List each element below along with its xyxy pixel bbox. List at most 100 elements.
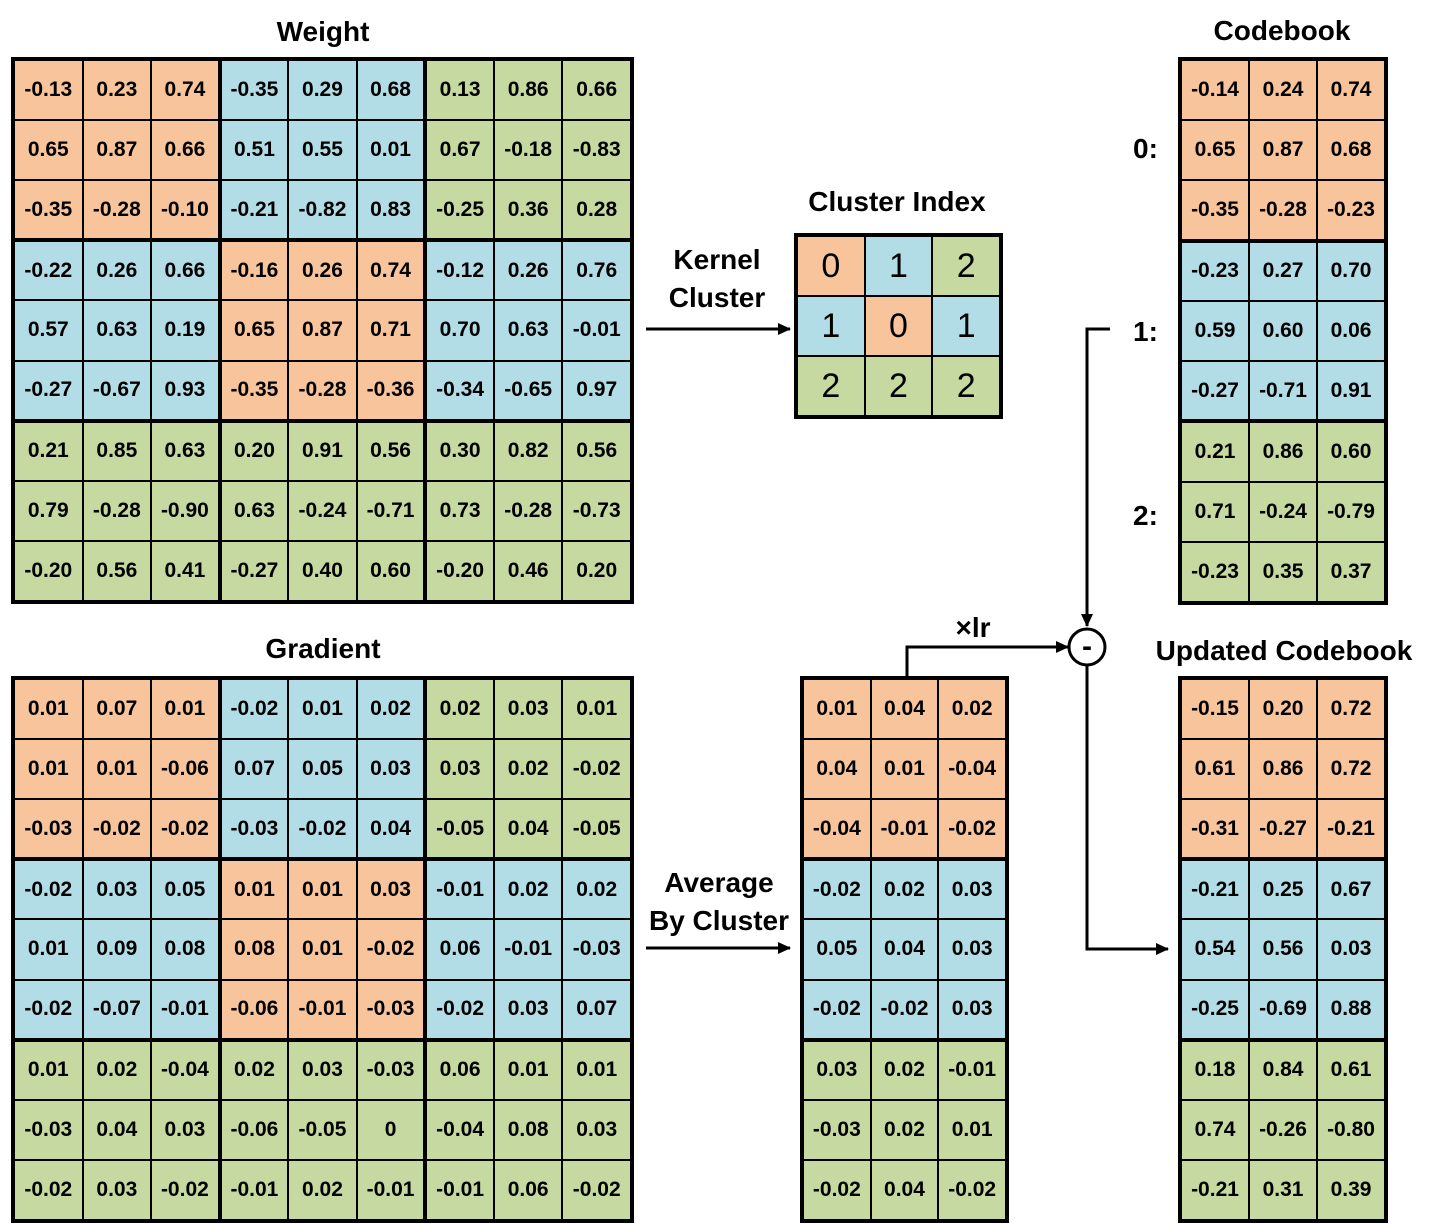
gradient-cell: 0.01	[82, 739, 152, 800]
gradient-cell: 0.03	[151, 1099, 220, 1160]
gradient-cell: -0.06	[219, 1099, 289, 1160]
gradient-cell: 0.02	[425, 679, 494, 740]
updated-codebook-cell: -0.26	[1249, 1099, 1317, 1160]
gradient-cell: -0.05	[562, 799, 631, 860]
gradient-cell: 0.01	[14, 679, 83, 740]
gradient-cell: -0.04	[151, 1039, 220, 1100]
gradient-cell: -0.02	[14, 979, 83, 1040]
updated-codebook-cell: -0.21	[1317, 799, 1385, 860]
lr-scale-wire	[905, 641, 1069, 676]
gradient-cell: -0.07	[82, 979, 152, 1040]
cluster-index-cell: 1	[932, 296, 1000, 356]
weight-cell: -0.12	[425, 240, 494, 301]
gradient-cell: 0.07	[82, 679, 152, 740]
averaged-cell: -0.01	[938, 1039, 1006, 1100]
updated-codebook-cell: 0.72	[1317, 679, 1385, 740]
averaged-cell: -0.01	[870, 799, 939, 860]
codebook-cell: -0.35	[1181, 180, 1249, 241]
weight-cell: 0.87	[82, 120, 152, 181]
gradient-cell: 0.01	[288, 859, 357, 920]
weight-cell: -0.13	[14, 60, 83, 121]
weight-cell: 0.66	[151, 240, 220, 301]
gradient-cell: 0.03	[356, 739, 426, 800]
gradient-cell: 0.03	[493, 979, 563, 1040]
gradient-cell: -0.02	[14, 859, 83, 920]
weight-cell: 0.71	[356, 300, 426, 361]
weight-cell: -0.83	[562, 120, 631, 181]
codebook-cell: -0.23	[1317, 180, 1385, 241]
cluster-index-cell: 2	[932, 236, 1000, 296]
averaged-cell: 0.03	[938, 919, 1006, 980]
weight-cell: 0.56	[562, 420, 631, 481]
cluster-index-cell: 1	[864, 236, 933, 296]
weight-cell: 0.20	[562, 540, 631, 601]
gradient-cell: -0.02	[288, 799, 357, 860]
weight-cell: -0.27	[219, 540, 289, 601]
weight-cell: 0.79	[14, 480, 83, 541]
gradient-cell: 0.03	[288, 1039, 357, 1100]
gradient-cell: 0.02	[288, 1159, 357, 1220]
weight-cell: 0.26	[288, 240, 357, 301]
lr-label: ×lr	[955, 612, 990, 643]
codebook-row-label-1: 1:	[1133, 316, 1158, 347]
gradient-cell: -0.01	[151, 979, 220, 1040]
gradient-cell: 0.01	[288, 679, 357, 740]
updated-codebook-cell: 0.56	[1249, 919, 1317, 980]
codebook-cell: -0.14	[1181, 60, 1249, 121]
gradient-cell: -0.03	[356, 1039, 426, 1100]
averaged-cell: -0.02	[870, 979, 939, 1040]
codebook-to-subtract-wire	[1081, 327, 1110, 627]
weight-cell: 0.60	[356, 540, 426, 601]
codebook-cell: 0.60	[1249, 300, 1317, 362]
codebook-cell: -0.23	[1181, 240, 1249, 301]
subtract-node	[1067, 627, 1107, 667]
weight-cell: -0.36	[356, 360, 426, 421]
weight-cell: 0.91	[288, 420, 357, 481]
averaged-cell: -0.02	[938, 1159, 1006, 1220]
codebook-cell: 0.71	[1181, 481, 1249, 542]
averaged-cell: 0.02	[870, 1099, 939, 1160]
codebook-cell: 0.87	[1249, 120, 1317, 181]
gradient-cell: 0.04	[82, 1099, 152, 1160]
averaged-cell: -0.04	[938, 739, 1006, 800]
weight-cell: 0.21	[14, 420, 83, 481]
gradient-cell: -0.03	[356, 979, 426, 1040]
codebook-cell: 0.24	[1249, 60, 1317, 121]
kernel-cluster-label-line1: Kernel	[673, 244, 761, 275]
weight-cell: 0.87	[288, 300, 357, 361]
gradient-cell: 0.08	[219, 919, 289, 980]
weight-cell: 0.13	[425, 60, 494, 121]
weight-cell: 0.29	[288, 60, 357, 121]
averaged-cell: 0.02	[870, 859, 939, 920]
gradient-cell: 0.03	[562, 1099, 631, 1160]
gradient-cell: 0.01	[14, 739, 83, 800]
weight-cell: -0.28	[288, 360, 357, 421]
updated-codebook-cell: 0.20	[1249, 679, 1317, 740]
weight-cell: -0.35	[14, 180, 83, 241]
gradient-cell: 0.03	[493, 679, 563, 740]
codebook-cell: 0.74	[1317, 60, 1385, 121]
gradient-cell: -0.02	[562, 739, 631, 800]
codebook-cell: -0.79	[1317, 481, 1385, 542]
subtract-to-updated-wire	[1085, 666, 1169, 955]
weight-cell: -0.10	[151, 180, 220, 241]
weight-cell: -0.82	[288, 180, 357, 241]
codebook-cell: 0.86	[1249, 421, 1317, 482]
weight-cell: -0.28	[82, 480, 152, 541]
updated-codebook-cell: -0.21	[1181, 1159, 1249, 1220]
gradient-cell: 0.02	[219, 1039, 289, 1100]
codebook-cell: -0.71	[1249, 361, 1317, 422]
weight-cell: 0.01	[356, 120, 426, 181]
gradient-cell: -0.03	[562, 919, 631, 980]
weight-cell: -0.22	[14, 240, 83, 301]
updated-codebook-cell: -0.15	[1181, 679, 1249, 740]
gradient-cell: 0.07	[219, 739, 289, 800]
weight-cell: 0.46	[493, 540, 563, 601]
gradient-cell: -0.03	[14, 799, 83, 860]
updated-codebook-cell: 0.03	[1317, 919, 1385, 980]
updated-codebook-cell: 0.84	[1249, 1039, 1317, 1100]
